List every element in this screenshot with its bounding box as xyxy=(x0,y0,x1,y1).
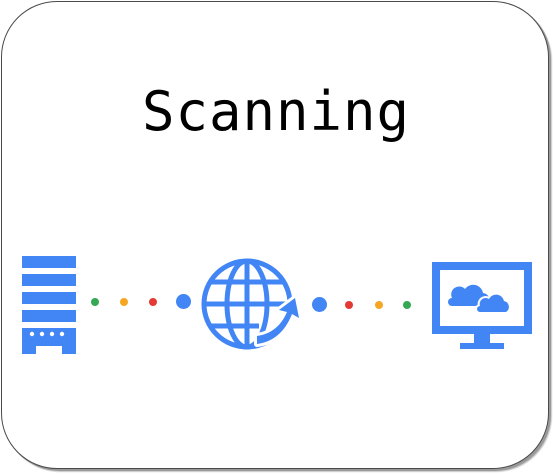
scanning-card: Scanning xyxy=(1,1,549,469)
cloud-monitor-icon xyxy=(432,262,532,349)
connection-dot xyxy=(345,301,353,309)
connection-dot xyxy=(375,301,383,309)
connection-dot xyxy=(91,298,99,306)
connection-dot xyxy=(149,298,157,306)
server-icon xyxy=(22,256,76,354)
connection-dot xyxy=(176,294,191,309)
page-title: Scanning xyxy=(141,80,411,143)
connection-dot xyxy=(120,298,128,306)
connection-dot xyxy=(403,301,411,309)
globe-icon xyxy=(201,258,302,350)
connection-dot xyxy=(312,297,327,312)
